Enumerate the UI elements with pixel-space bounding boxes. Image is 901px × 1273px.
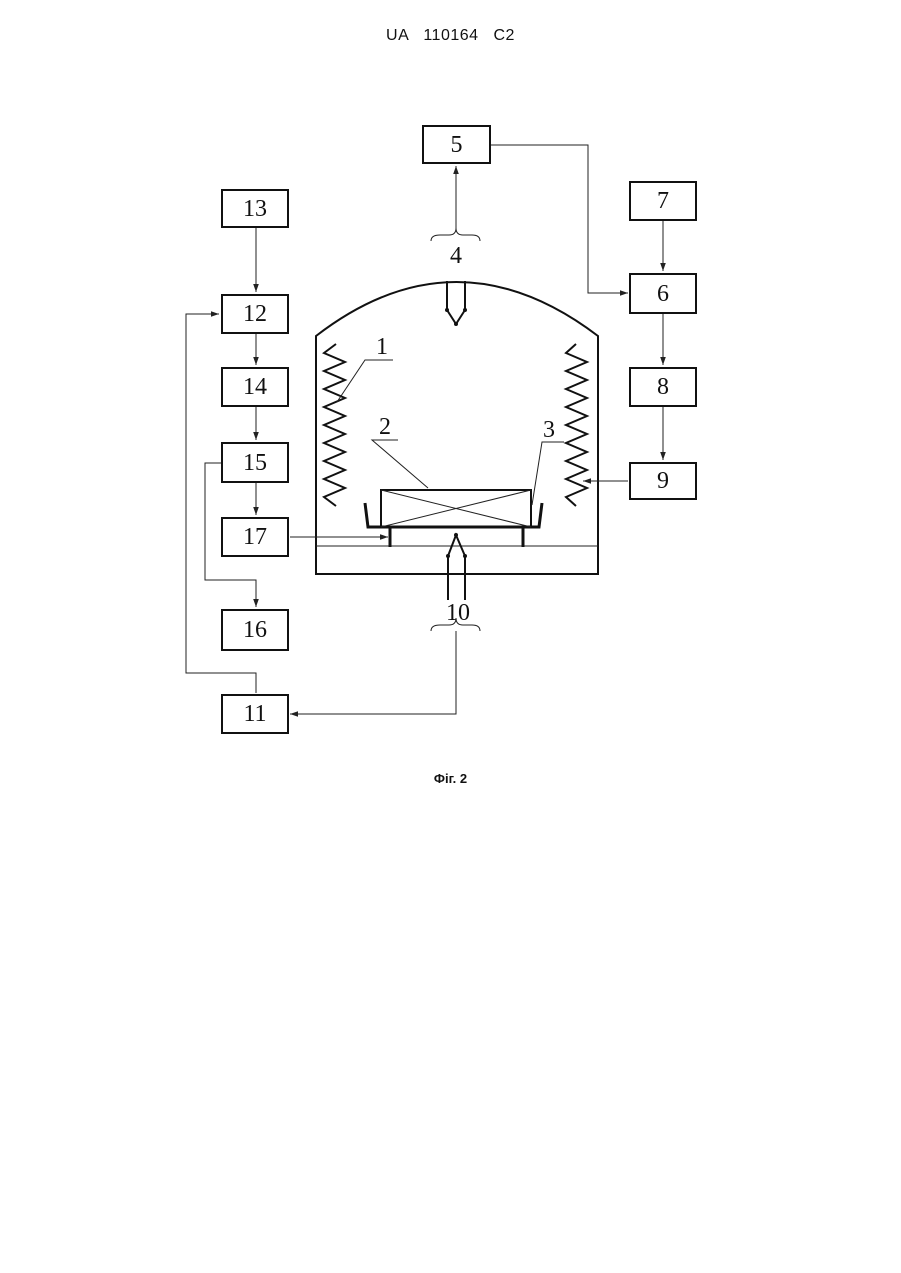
heater-coil-left <box>324 344 345 506</box>
block-8-label: 8 <box>657 374 669 400</box>
leader-2 <box>372 440 428 488</box>
block-16: 16 <box>222 610 288 650</box>
part-label-4: 4 <box>450 243 462 269</box>
block-6: 6 <box>630 274 696 313</box>
leader-3 <box>532 442 564 505</box>
leader-1 <box>337 360 393 402</box>
block-15: 15 <box>222 443 288 482</box>
block-5: 5 <box>423 126 490 163</box>
block-12-label: 12 <box>243 301 267 327</box>
thermocouple-top <box>445 281 467 326</box>
block-17-label: 17 <box>243 524 267 550</box>
part-label-2: 2 <box>379 414 391 440</box>
block-5-label: 5 <box>451 132 463 158</box>
block-11-label: 11 <box>243 701 266 727</box>
block-9: 9 <box>630 463 696 499</box>
furnace-chamber <box>316 282 598 574</box>
block-9-label: 9 <box>657 468 669 494</box>
part-label-1: 1 <box>376 334 388 360</box>
block-8: 8 <box>630 368 696 406</box>
block-16-label: 16 <box>243 617 267 643</box>
block-7: 7 <box>630 182 696 220</box>
part-label-10: 10 <box>446 600 470 626</box>
block-6-label: 6 <box>657 281 669 307</box>
block-13-label: 13 <box>243 196 267 222</box>
block-17: 17 <box>222 518 288 556</box>
workpiece <box>381 490 531 527</box>
block-14-label: 14 <box>243 374 267 400</box>
block-14: 14 <box>222 368 288 406</box>
block-11: 11 <box>222 695 288 733</box>
block-12: 12 <box>222 295 288 333</box>
brace-top <box>431 228 480 241</box>
block-15-label: 15 <box>243 450 267 476</box>
block-7-label: 7 <box>657 188 669 214</box>
part-label-3: 3 <box>543 417 555 443</box>
block-13: 13 <box>222 190 288 227</box>
thermocouple-bottom <box>446 533 467 600</box>
heater-coil-right <box>566 344 587 506</box>
figure-caption: Фіг. 2 <box>0 771 901 786</box>
